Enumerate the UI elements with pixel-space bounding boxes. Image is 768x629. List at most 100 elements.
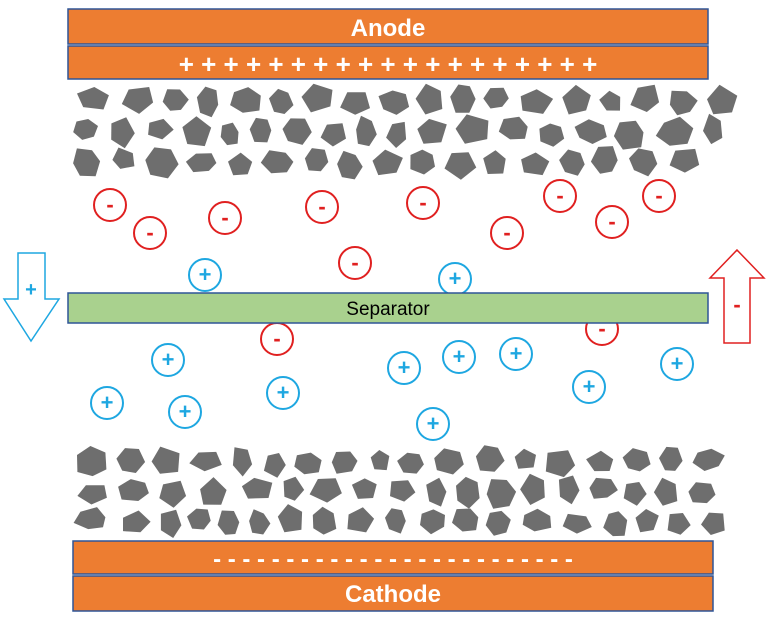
ion-circle	[266, 376, 300, 410]
ion-circle	[133, 216, 167, 250]
left-down-arrow: +	[2, 252, 61, 343]
ion-circle	[406, 186, 440, 220]
particle	[688, 482, 716, 504]
ion-circle	[90, 386, 124, 420]
particle	[249, 509, 271, 535]
particle	[622, 448, 651, 472]
particle	[269, 88, 294, 114]
particle	[220, 122, 239, 146]
particle	[562, 84, 591, 115]
particle	[151, 446, 180, 474]
particle	[703, 113, 723, 145]
particle	[185, 153, 217, 173]
particle	[370, 450, 390, 471]
particle	[232, 447, 253, 477]
particle	[485, 510, 511, 536]
ion-sign: +	[199, 262, 212, 287]
negative-ion: -	[595, 205, 629, 239]
separator-label: Separator	[346, 299, 430, 320]
anode-charge-signs: + + + + + + + + + + + + + + + + + + +	[179, 49, 598, 79]
positive-ion: +	[442, 340, 476, 374]
right-arrow-sign: -	[733, 292, 740, 317]
particle	[455, 114, 489, 144]
particle	[397, 452, 424, 474]
particle	[586, 450, 614, 472]
particle	[230, 87, 261, 113]
ion-circle	[642, 179, 676, 213]
particle	[707, 84, 738, 115]
particle	[249, 117, 272, 143]
negative-ion: -	[543, 179, 577, 213]
particle	[116, 448, 146, 473]
particle	[574, 119, 607, 144]
ion-circle	[208, 201, 242, 235]
particle	[196, 86, 219, 118]
positive-ion: +	[572, 370, 606, 404]
particle	[590, 146, 618, 174]
ion-circle	[572, 370, 606, 404]
negative-ion: -	[260, 322, 294, 356]
ion-sign: -	[503, 220, 510, 245]
particle	[475, 445, 505, 472]
particle	[452, 508, 479, 532]
ion-sign: -	[655, 183, 662, 208]
ion-sign: +	[277, 380, 290, 405]
ion-sign: +	[179, 399, 192, 424]
particle	[545, 450, 576, 478]
negative-ion: -	[642, 179, 676, 213]
particle	[486, 479, 517, 509]
ion-sign: -	[318, 194, 325, 219]
particle	[558, 475, 580, 505]
particle	[263, 453, 286, 478]
particle	[189, 451, 222, 472]
right-up-arrow: -	[708, 248, 766, 344]
particle	[73, 507, 106, 530]
particle	[669, 148, 700, 173]
negative-ion: -	[305, 190, 339, 224]
particle	[312, 506, 337, 535]
cathode-porous-particles	[73, 445, 725, 538]
negative-ion: -	[208, 201, 242, 235]
ion-sign: +	[162, 347, 175, 372]
particle	[659, 446, 683, 471]
cathode-label: Cathode	[345, 581, 441, 608]
ion-sign: -	[598, 316, 605, 341]
ion-circle	[168, 395, 202, 429]
left-arrow-sign: +	[25, 279, 37, 301]
particle	[73, 119, 98, 140]
particle	[562, 513, 592, 534]
particle	[356, 115, 377, 147]
cathode-charge-bar	[72, 540, 714, 575]
negative-ion: -	[133, 216, 167, 250]
particle	[603, 511, 628, 537]
anode-label: Anode	[351, 15, 426, 42]
ion-sign: -	[221, 205, 228, 230]
ion-sign: +	[671, 351, 684, 376]
ion-circle	[338, 246, 372, 280]
particle	[331, 451, 358, 474]
ion-circle	[387, 351, 421, 385]
particle	[217, 510, 240, 535]
positive-ion: +	[188, 258, 222, 292]
ion-sign: -	[608, 209, 615, 234]
anode-electrode: Anode + + + + + + + + + + + + + + + + + …	[67, 8, 709, 80]
particle	[112, 147, 135, 169]
ion-circle	[188, 258, 222, 292]
ion-circle	[543, 179, 577, 213]
particle	[121, 87, 154, 114]
particle	[182, 116, 212, 147]
particle	[337, 150, 363, 180]
ion-sign: -	[273, 326, 280, 351]
ion-sign: +	[510, 341, 523, 366]
separator: Separator	[67, 292, 709, 324]
ion-sign: -	[351, 250, 358, 275]
ion-sign: -	[106, 192, 113, 217]
ion-sign: +	[427, 411, 440, 436]
particle	[372, 149, 403, 176]
particle	[162, 89, 189, 111]
ion-sign: -	[556, 183, 563, 208]
particle	[304, 148, 329, 172]
particle	[77, 87, 109, 110]
ion-circle	[595, 205, 629, 239]
particle	[228, 152, 253, 176]
